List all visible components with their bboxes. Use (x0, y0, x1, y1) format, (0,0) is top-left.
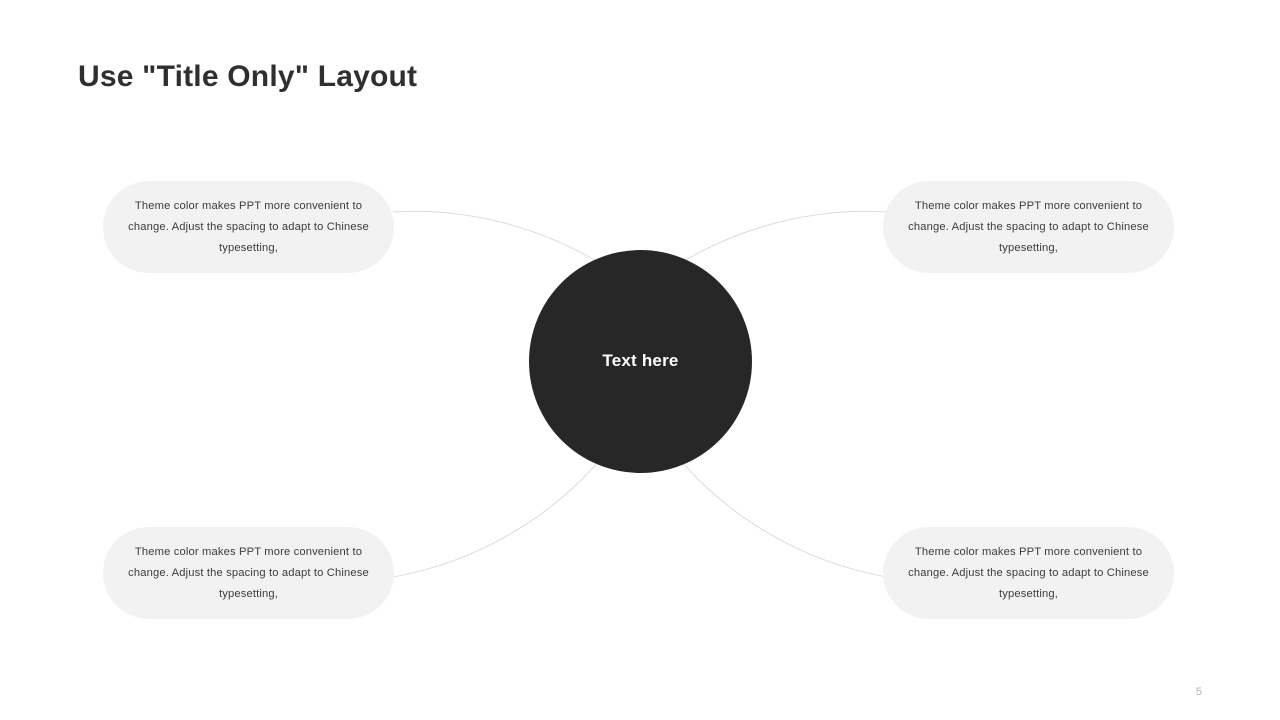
center-hub-label: Text here (602, 350, 679, 370)
page-title: Use "Title Only" Layout (78, 60, 418, 93)
node-bottom-right-text: Theme color makes PPT more convenient to… (908, 545, 1149, 600)
node-bottom-right[interactable]: Theme color makes PPT more convenient to… (883, 527, 1174, 619)
center-hub[interactable]: Text here (529, 250, 752, 473)
connector-arc-top-left (392, 210, 602, 265)
node-top-right-text: Theme color makes PPT more convenient to… (908, 199, 1149, 254)
node-top-left-text: Theme color makes PPT more convenient to… (128, 199, 369, 254)
connector-arc-bottom-left (392, 458, 602, 578)
connector-arc-top-right (678, 210, 888, 265)
node-bottom-left-text: Theme color makes PPT more convenient to… (128, 545, 369, 600)
node-top-right[interactable]: Theme color makes PPT more convenient to… (883, 181, 1174, 273)
page-number: 5 (1195, 686, 1202, 698)
connector-arc-bottom-right (678, 458, 888, 578)
node-bottom-left[interactable]: Theme color makes PPT more convenient to… (103, 527, 394, 619)
node-top-left[interactable]: Theme color makes PPT more convenient to… (103, 181, 394, 273)
